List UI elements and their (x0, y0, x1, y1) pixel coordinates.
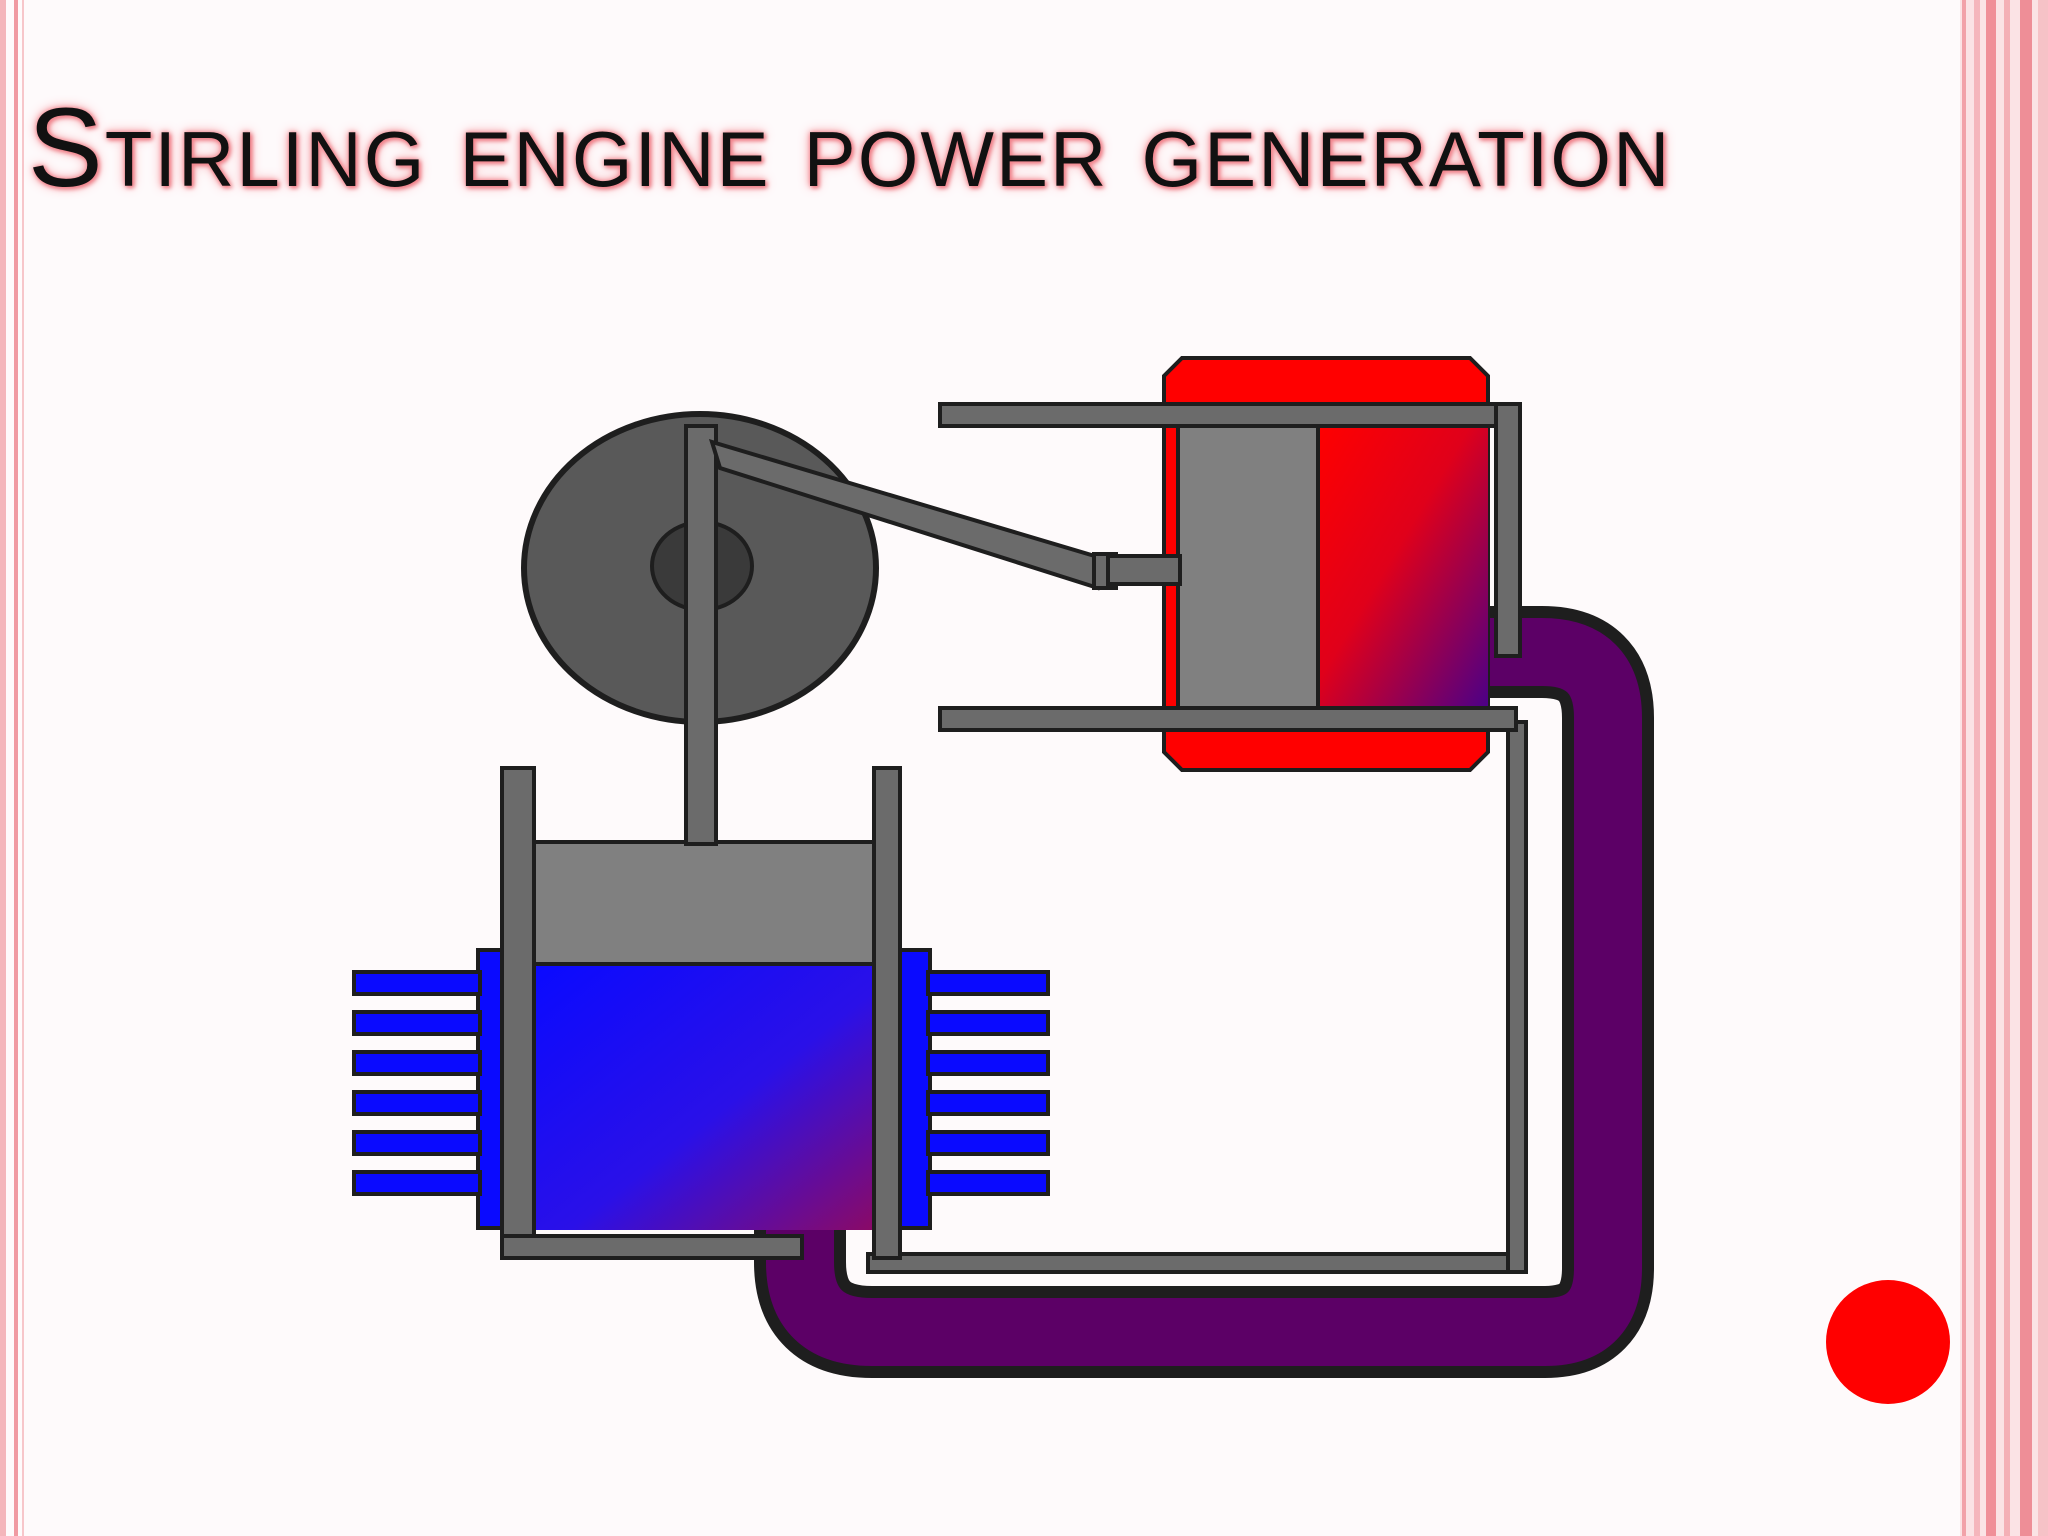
hot-gas (1318, 424, 1488, 710)
slide-title: Stirling engine power generation (28, 85, 1672, 210)
hot-cylinder (938, 402, 1522, 732)
right-border-stripe (1974, 0, 1980, 1536)
right-border-stripe (2004, 0, 2010, 1536)
displacer-piston (532, 840, 876, 966)
left-border-line (22, 0, 24, 1536)
cold-gas (534, 964, 874, 1230)
cold-cylinder (500, 766, 902, 1260)
left-border-line (14, 0, 18, 1536)
transfer-pipe (754, 606, 1654, 1378)
power-piston (1176, 422, 1320, 712)
right-border-stripe (2038, 0, 2048, 1536)
right-border-stripe (2020, 0, 2032, 1536)
pipe-inner-rails (866, 720, 1528, 1274)
cooling-fins-left (352, 948, 516, 1230)
right-border-stripe (1962, 0, 1966, 1536)
displacer-rod (684, 424, 718, 846)
power-piston-rod (1106, 554, 1182, 586)
right-border-stripe (1986, 0, 1996, 1536)
record-dot-icon[interactable] (1826, 1280, 1950, 1404)
left-border-line (0, 0, 6, 1536)
cooling-fins-right (892, 948, 1050, 1230)
